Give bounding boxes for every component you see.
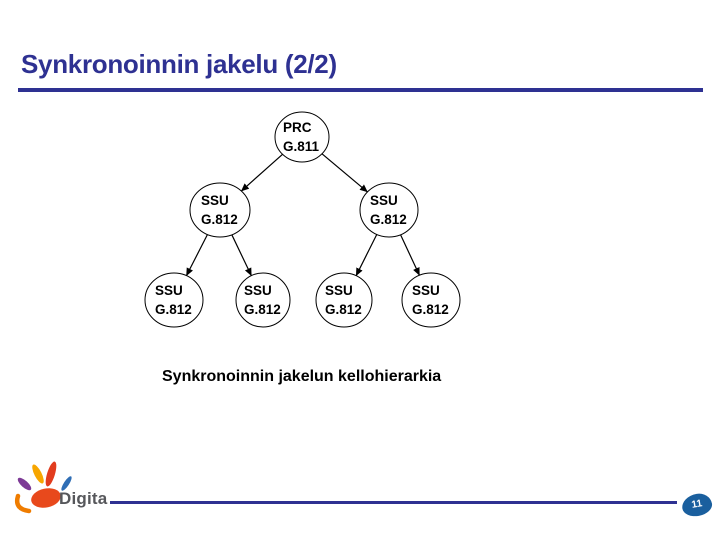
node-label-line2: G.812	[201, 212, 238, 227]
diagram-edge	[231, 234, 252, 277]
node-label-line1: SSU	[370, 193, 398, 208]
node-label-line2: G.812	[325, 302, 362, 317]
diagram-edges	[185, 153, 420, 277]
node-circle	[401, 272, 461, 328]
diagram-node-ssu1: SSU G.812	[144, 272, 204, 328]
node-circle	[315, 272, 373, 328]
node-label-line2: G.812	[412, 302, 449, 317]
diagram-node-prc: PRC G.811	[274, 111, 330, 163]
diagram-edge	[355, 234, 378, 277]
logo-wordmark: Digita	[59, 489, 108, 508]
footer-rule	[110, 501, 677, 504]
diagram-edge	[185, 234, 208, 277]
node-circle	[144, 272, 204, 328]
node-label-line1: SSU	[244, 283, 272, 298]
node-label-line1: SSU	[201, 193, 229, 208]
diagram-node-ssuR: SSU G.812	[359, 182, 419, 238]
diagram-edge	[400, 234, 420, 276]
node-circle	[274, 111, 330, 163]
node-label-line2: G.812	[155, 302, 192, 317]
diagram-edge	[240, 153, 283, 192]
node-label-line2: G.812	[370, 212, 407, 227]
diagram-node-ssu4: SSU G.812	[401, 272, 461, 328]
node-circle	[235, 272, 291, 328]
node-label-line1: PRC	[283, 120, 312, 135]
diagram-node-ssuL: SSU G.812	[189, 182, 251, 238]
diagram-edge	[321, 153, 368, 193]
node-circle	[189, 182, 251, 238]
node-label-line1: SSU	[325, 283, 353, 298]
diagram-caption: Synkronoinnin jakelun kellohierarkia	[162, 368, 442, 385]
page-title: Synkronoinnin jakelu (2/2)	[21, 49, 337, 80]
digita-logo-icon	[14, 461, 72, 514]
title-underline	[18, 88, 703, 92]
page-number: 11	[690, 498, 704, 511]
node-circle	[359, 182, 419, 238]
diagram-node-ssu2: SSU G.812	[235, 272, 291, 328]
node-label-line2: G.811	[283, 139, 320, 154]
diagram-nodes: PRCG.811SSUG.812SSUG.812SSUG.812SSUG.812…	[144, 111, 461, 328]
diagram-node-ssu3: SSU G.812	[315, 272, 373, 328]
node-label-line2: G.812	[244, 302, 281, 317]
node-label-line1: SSU	[412, 283, 440, 298]
node-label-line1: SSU	[155, 283, 183, 298]
